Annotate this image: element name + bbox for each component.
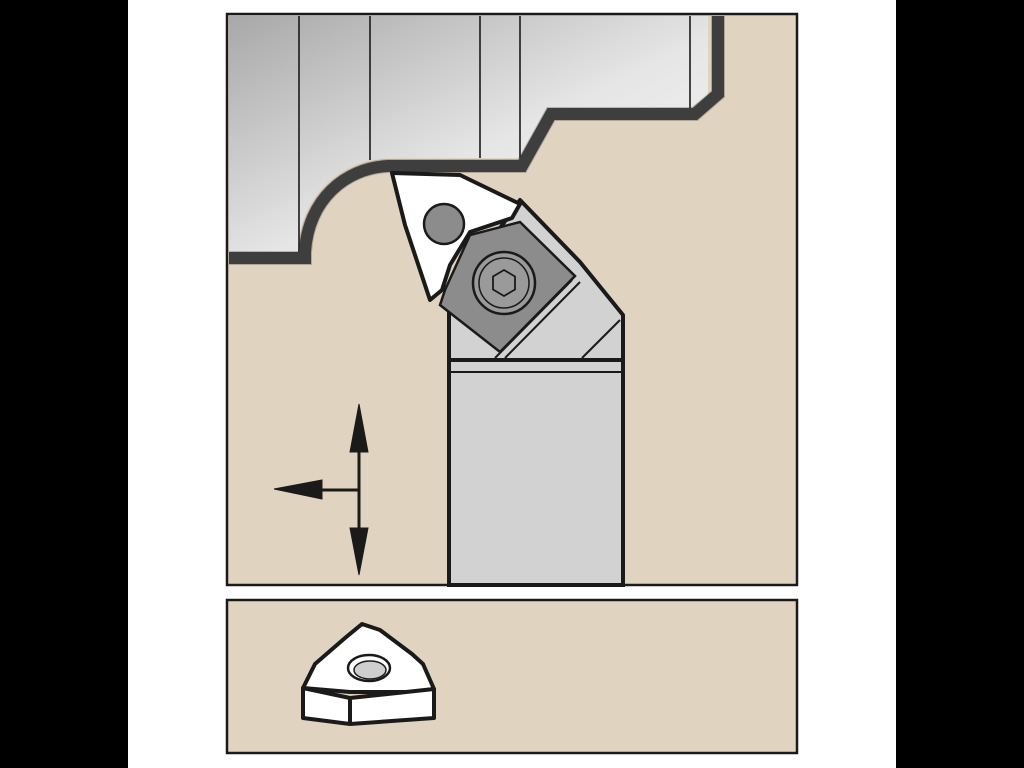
panel-border	[225, 12, 799, 587]
arrow-left-icon	[273, 479, 323, 500]
insert-hole	[422, 202, 466, 246]
workpiece-step-lines	[298, 16, 691, 252]
letterbox-left	[0, 0, 128, 768]
cut-profile	[229, 16, 724, 264]
feed-direction-arrows	[273, 403, 369, 576]
trigon-insert-3d	[301, 622, 436, 726]
insert-panel	[225, 598, 799, 755]
arrow-down-icon	[349, 527, 369, 576]
hex-socket-icon	[492, 268, 516, 298]
letterbox-right	[896, 0, 1024, 768]
tool-holder-shank	[447, 358, 625, 587]
clamp-screw	[471, 250, 537, 316]
workpiece	[229, 16, 708, 252]
machining-panel	[225, 12, 799, 587]
arrow-up-icon	[349, 403, 369, 453]
